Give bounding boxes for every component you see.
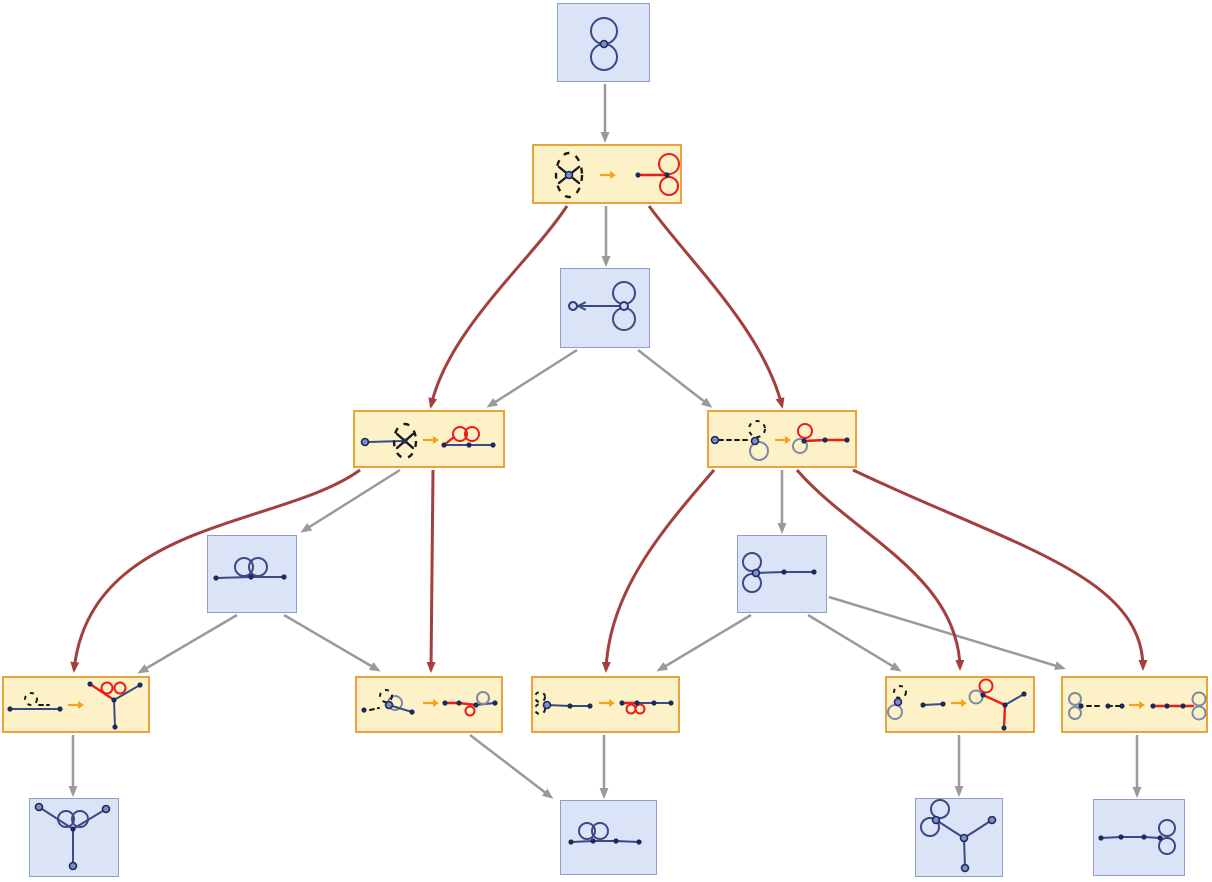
arrow-s4-r7 [807,613,902,672]
state-tree-double-loop-graphic [920,799,997,873]
rule-bottom-4-loop-tree[interactable] [885,676,1035,733]
state-edge-plus-double-loop[interactable] [560,268,650,348]
arrow-s4-r8 [828,595,1066,670]
state-path-bunny-ears-middle-graphic [213,557,287,581]
state-two-self-loops-graphic [590,17,618,71]
arrow-s2-r2 [486,348,578,408]
state-star-bunny-ears[interactable] [29,798,119,877]
state-path4-end-double-loop-graphic [1098,819,1176,855]
arrow-r2-s3 [300,468,401,533]
state-path4-end-double-loop[interactable] [1093,799,1185,876]
rule-bottom-2-loop-shift[interactable] [355,676,503,733]
rule-bottom-3-path-red-loops[interactable] [531,676,680,733]
state-path-double-loop-end-graphic [742,552,817,593]
rule-bottom-1-star-heart[interactable] [2,676,150,733]
red-arrow-r3-r6 [601,469,716,673]
rule-bottom-5-move-double-loop[interactable] [1061,676,1208,733]
rule-bottom-5-move-double-loop-graphic [1068,691,1207,721]
arrow-s2-r3 [637,349,713,408]
state-star-bunny-ears-graphic [34,802,111,871]
red-arrow-r3-r7 [795,469,965,671]
rule-bottom-2-loop-shift-graphic [361,689,498,717]
state-path4-bunny-ears-graphic [568,822,642,845]
rule-left-make-bunny-ears[interactable] [353,410,505,468]
state-path-bunny-ears-middle[interactable] [207,535,297,613]
rule-top-split-double-loop-graphic [554,151,680,199]
red-arrow-r2-r5 [426,469,436,673]
state-path4-bunny-ears[interactable] [560,800,657,875]
rule-bottom-1-star-heart-graphic [7,681,143,730]
rule-top-split-double-loop[interactable] [532,144,682,204]
rule-bottom-3-path-red-loops-graphic [534,691,674,715]
state-two-self-loops[interactable] [557,3,650,82]
arrow-r5-s6 [469,734,554,799]
red-arrow-r3-r8 [852,468,1148,671]
arrow-s4-r6 [656,613,752,672]
rule-right-loop-to-path-graphic [710,420,850,461]
arrow-s3-r5 [283,613,381,672]
state-path-double-loop-end[interactable] [737,535,827,613]
state-edge-plus-double-loop-graphic [568,281,636,331]
red-arrow-r1-r2 [428,205,569,409]
state-tree-double-loop[interactable] [915,798,1003,877]
rule-left-make-bunny-ears-graphic [360,422,496,460]
arrow-s3-r4 [137,613,238,674]
red-arrow-r1-r3 [647,205,785,409]
rule-bottom-4-loop-tree-graphic [887,678,1027,731]
red-arrow-r2-r4 [70,468,361,673]
rule-right-loop-to-path[interactable] [707,410,857,468]
